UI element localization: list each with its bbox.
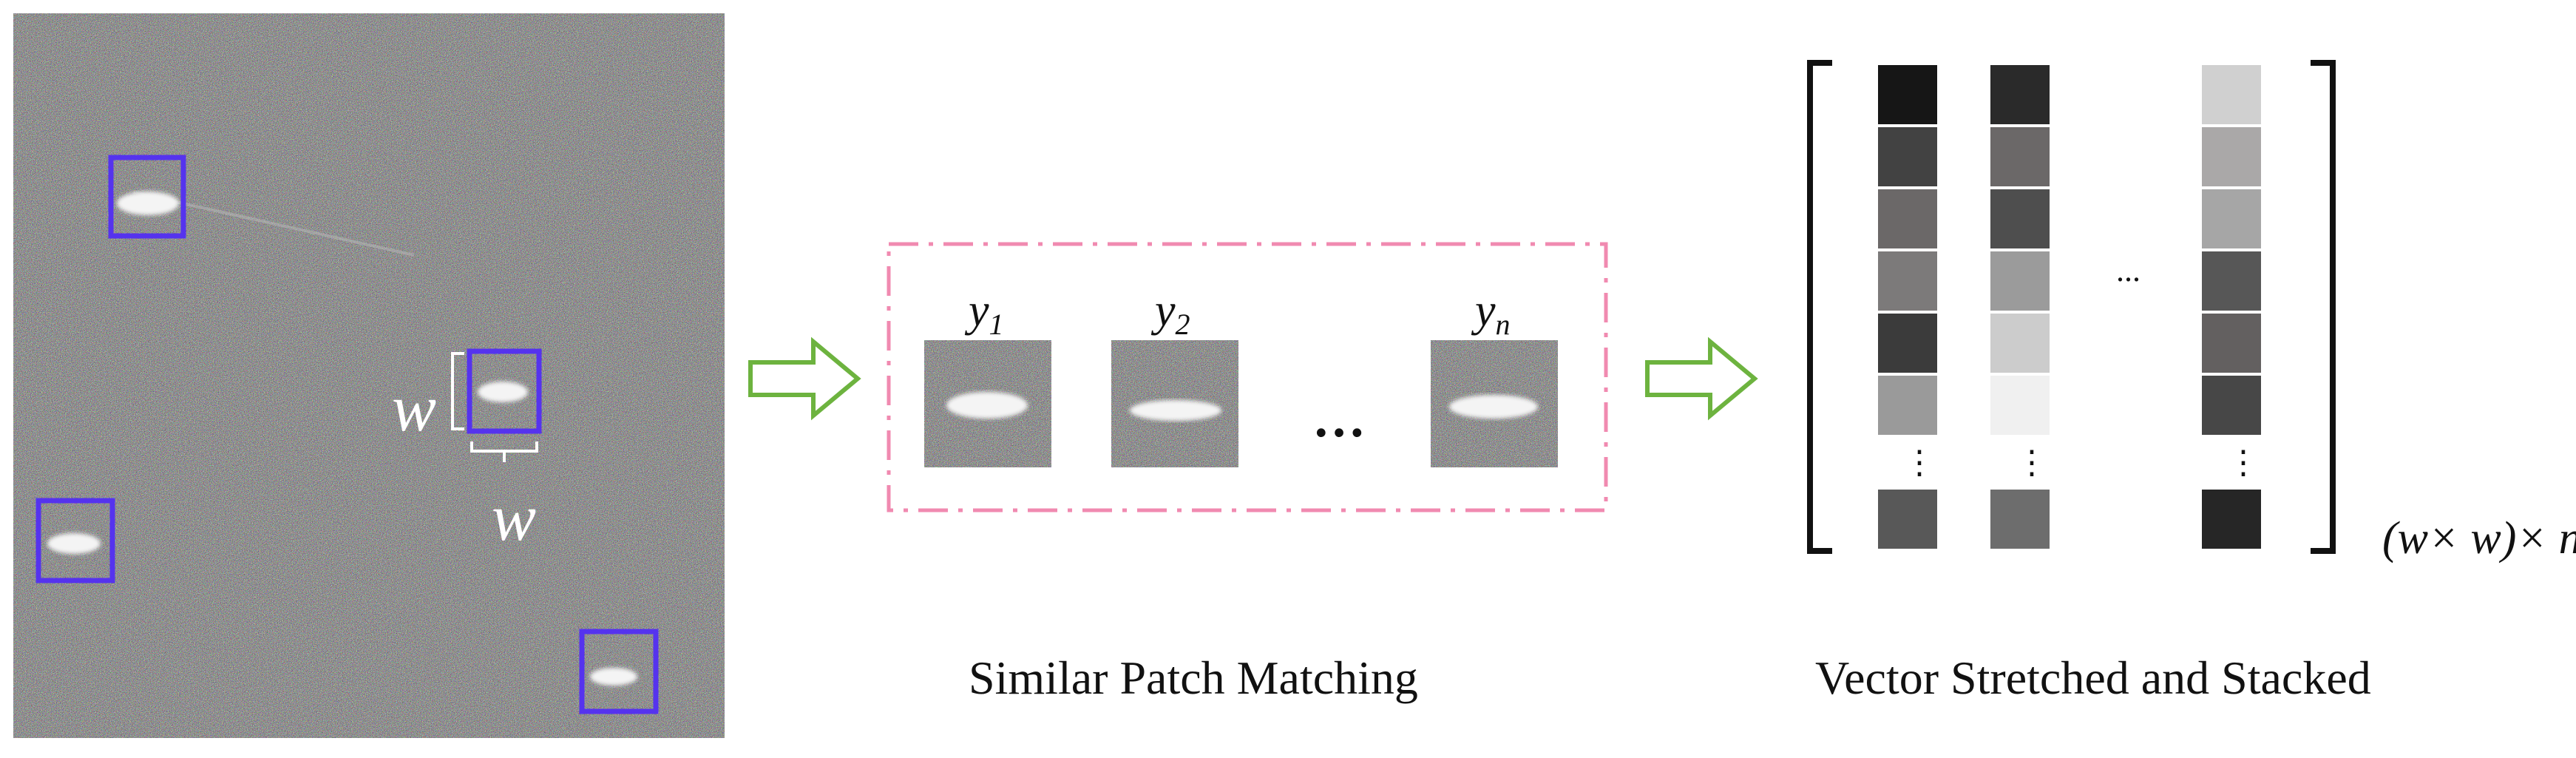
- caption-similar-patch-matching: Similar Patch Matching: [969, 652, 1418, 704]
- target-boxes: [35, 155, 659, 714]
- target-box: [35, 498, 115, 583]
- matrix-cell: [1990, 251, 2050, 311]
- arrow-right-icon: [748, 336, 861, 421]
- patch-row: y1 y2 yn …: [924, 285, 1558, 467]
- matrix-cell: [2202, 189, 2261, 248]
- matrix-column-2: ⋮: [1990, 65, 2050, 549]
- target-box: [108, 155, 186, 239]
- patch-n: [1431, 340, 1558, 467]
- matrix-cell: [2202, 376, 2261, 435]
- vertical-ellipsis-icon: ⋮: [1903, 444, 1936, 481]
- patch-1: [924, 340, 1051, 467]
- matrix-right-bracket: [2311, 60, 2336, 554]
- sar-speckle: [13, 13, 725, 738]
- target-3: [47, 533, 101, 554]
- target-4: [590, 668, 637, 686]
- target-box: [579, 629, 659, 714]
- matrix-cell: [2202, 251, 2261, 311]
- patch-label-2: y2: [1150, 285, 1190, 341]
- matrix-cell: [1990, 314, 2050, 373]
- matrix-left-bracket: [1807, 60, 1832, 554]
- matrix-column-3: ⋮: [2202, 65, 2261, 549]
- target-box: [467, 348, 542, 434]
- patch-2: [1111, 340, 1238, 467]
- matrix-cell: [2202, 65, 2261, 124]
- target-1: [117, 192, 179, 215]
- matrix-cell: [1990, 376, 2050, 435]
- matrix-cell: [1990, 189, 2050, 248]
- w-bracket-horizontal: [470, 441, 538, 462]
- vertical-ellipsis-icon: ⋮: [2016, 444, 2048, 481]
- sar-image: w w: [13, 13, 725, 738]
- patch-label-n: yn: [1471, 285, 1511, 341]
- w-label-left: w: [392, 372, 436, 445]
- matrix-cell: [2202, 314, 2261, 373]
- target-2: [478, 382, 528, 402]
- matrix-dimension-label: (w× w)× n: [2382, 513, 2576, 564]
- sar-streak: [132, 191, 415, 257]
- matrix-cell: [1878, 376, 1937, 435]
- caption-vector-stretched-stacked: Vector Stretched and Stacked: [1815, 652, 2371, 704]
- vertical-ellipsis-icon: ⋮: [2227, 444, 2260, 481]
- matrix-cell-last: [1878, 490, 1937, 549]
- matrix-column-ellipsis: ...: [2116, 252, 2141, 288]
- matrix-cell: [1878, 189, 1937, 248]
- matrix-cell: [1878, 65, 1937, 124]
- matrix-cell: [1990, 127, 2050, 186]
- matrix-cell-last: [2202, 490, 2261, 549]
- patch-label-1: y1: [964, 285, 1004, 341]
- matrix-columns: ⋮ ⋮ ⋮: [1878, 65, 2261, 549]
- matrix-cell-last: [1990, 490, 2050, 549]
- patch-group-box: [887, 242, 1608, 512]
- matrix-cell: [1878, 314, 1937, 373]
- matrix-cell: [1990, 65, 2050, 124]
- matrix-cell: [2202, 127, 2261, 186]
- patch-ellipsis: …: [1312, 389, 1366, 448]
- w-label-bottom: w: [492, 481, 536, 555]
- targets: [47, 192, 637, 686]
- arrow-right-icon: [1645, 336, 1758, 421]
- matrix-cell: [1878, 127, 1937, 186]
- matrix-cell: [1878, 251, 1937, 311]
- matrix-column-1: ⋮: [1878, 65, 1937, 549]
- w-bracket-vertical: [451, 352, 464, 430]
